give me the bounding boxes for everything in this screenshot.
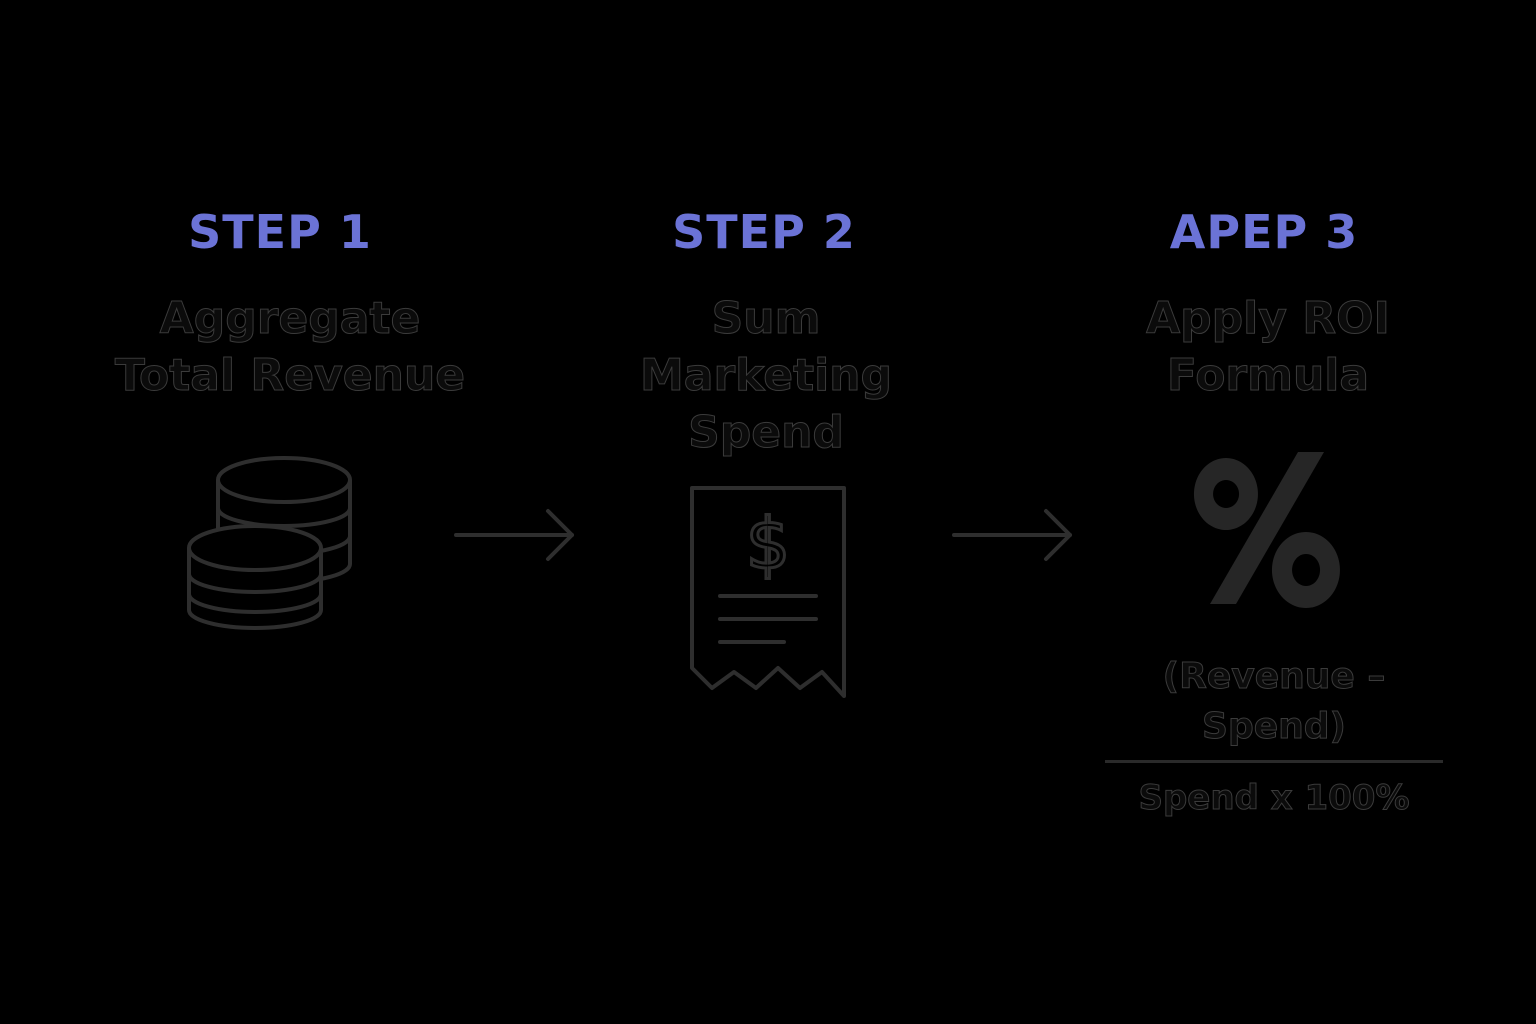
formula-numerator: (Revenue – Spend): [1162, 656, 1386, 748]
step-2-title: Sum Marketing Spend: [639, 293, 893, 459]
step-1-label: STEP 1: [188, 205, 372, 259]
formula-denominator: Spend x 100%: [1138, 778, 1410, 819]
percent-icon: [1193, 452, 1340, 608]
receipt-dollar-icon: $: [690, 486, 846, 698]
roi-formula: (Revenue – Spend) Spend x 100%: [1094, 652, 1454, 823]
step-3-title: Apply ROI Formula: [1146, 293, 1391, 402]
fraction-bar: [1105, 760, 1443, 763]
step-1-title: Aggregate Total Revenue: [114, 293, 466, 402]
step-2-label: STEP 2: [672, 205, 856, 259]
coins-stack-icon: [187, 456, 352, 630]
arrow-right-icon: [952, 509, 1072, 561]
step-3-label: APEP 3: [1169, 205, 1359, 259]
dollar-sign-icon: $: [746, 503, 791, 585]
arrow-right-icon: [454, 509, 574, 561]
